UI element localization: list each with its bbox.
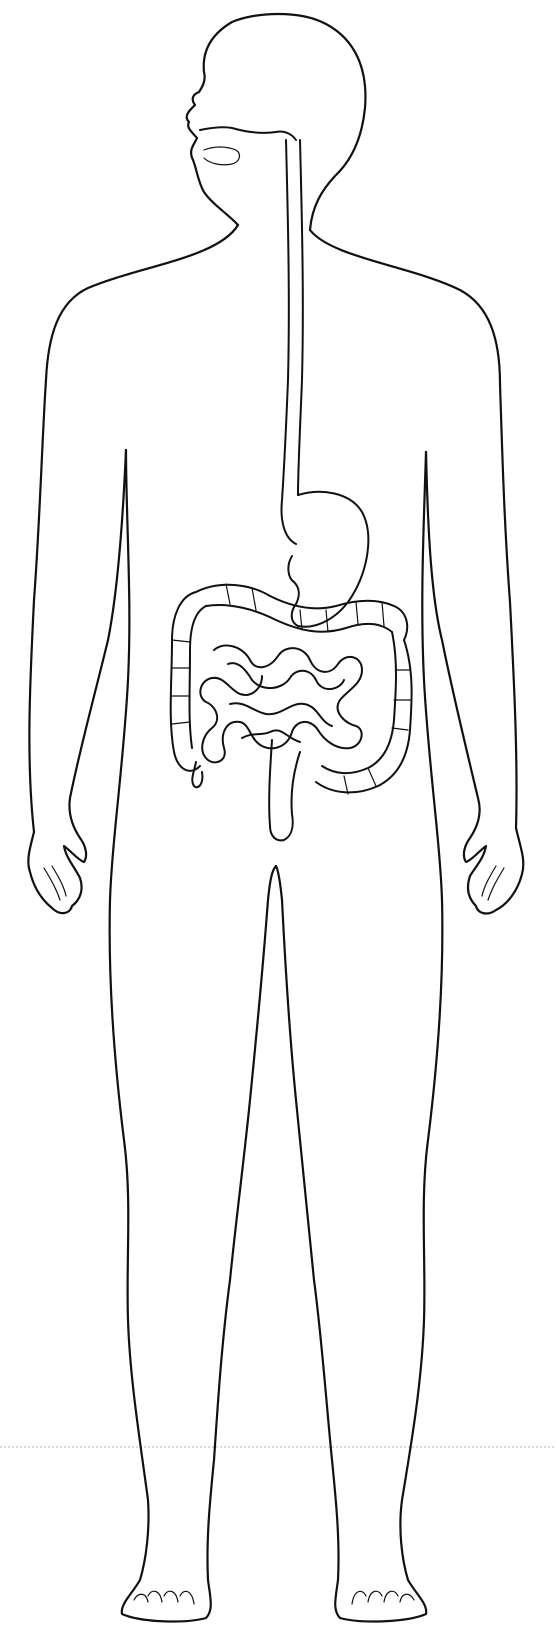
head-outline [187,14,366,230]
digestive-organs [171,127,412,840]
left-fingers [44,866,66,900]
right-toes [352,1591,414,1604]
descending-colon-inner [322,632,396,773]
tongue [204,147,239,165]
body-outline [28,14,523,1621]
small-intestine [200,645,362,762]
left-arm-outline [28,225,238,913]
oral-cavity [200,127,296,140]
rectum [269,740,300,840]
right-fingers [482,866,504,900]
left-toes [134,1591,194,1604]
small-intestine-inner [228,663,344,742]
ascending-colon-inner [190,606,207,748]
esophagus-right-wall [298,140,303,495]
transverse-colon-bottom [206,605,392,632]
esophagus-left-wall [282,140,296,544]
right-arm-outline [310,230,523,913]
